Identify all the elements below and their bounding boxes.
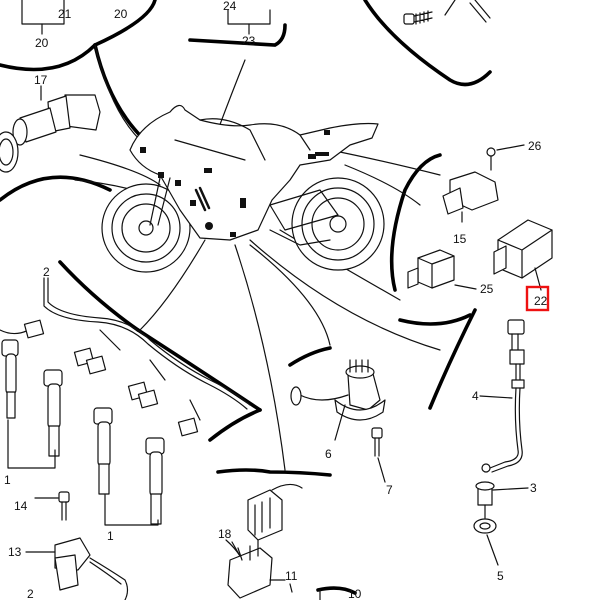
part-group-23-24	[227, 9, 271, 35]
label-11: 11	[285, 569, 298, 583]
sensor-6	[290, 359, 386, 483]
motorcycle	[101, 104, 385, 273]
wire-harness-2	[0, 277, 251, 437]
label-25: 25	[480, 282, 494, 296]
label-14: 14	[14, 499, 28, 513]
label-7: 7	[386, 483, 393, 497]
label-26: 26	[528, 139, 542, 153]
bolt-top-right	[403, 0, 491, 25]
label-leaders	[25, 497, 321, 600]
label-17: 17	[34, 73, 48, 87]
label-6: 6	[325, 447, 332, 461]
callout-labels: 21 20 20 24 23 17 26 15 25 22 2 4 6 7 3 …	[4, 0, 548, 600]
sensor-18	[225, 483, 303, 599]
ignition-coils-1	[1, 339, 165, 526]
label-2: 2	[43, 265, 50, 279]
relay-25	[407, 249, 477, 290]
label-10: 10	[348, 587, 362, 600]
label-18: 18	[218, 527, 232, 541]
sensor-13	[54, 537, 129, 600]
label-13: 13	[8, 545, 22, 559]
cable-4	[479, 319, 525, 473]
label-22: 22	[534, 294, 548, 308]
switch-3	[475, 481, 529, 519]
label-21: 21	[58, 7, 72, 21]
label-4: 4	[472, 389, 479, 403]
label-23: 23	[242, 34, 256, 48]
bolt-14	[58, 491, 70, 521]
label-15: 15	[453, 232, 467, 246]
section-dividers	[0, 0, 492, 595]
label-20a: 20	[114, 7, 128, 21]
label-20b: 20	[35, 36, 49, 50]
washer-5	[473, 518, 499, 566]
label-1b: 1	[107, 529, 114, 543]
label-5: 5	[497, 569, 504, 583]
sensor-15	[442, 144, 525, 223]
label-1a: 1	[4, 473, 11, 487]
label-3: 3	[530, 481, 537, 495]
label-2b: 2	[27, 587, 34, 600]
label-24: 24	[223, 0, 237, 13]
part-group-20-21	[21, 0, 65, 35]
module-22	[493, 219, 553, 291]
sensor-17	[0, 85, 101, 173]
highlight-box-22	[525, 285, 550, 312]
